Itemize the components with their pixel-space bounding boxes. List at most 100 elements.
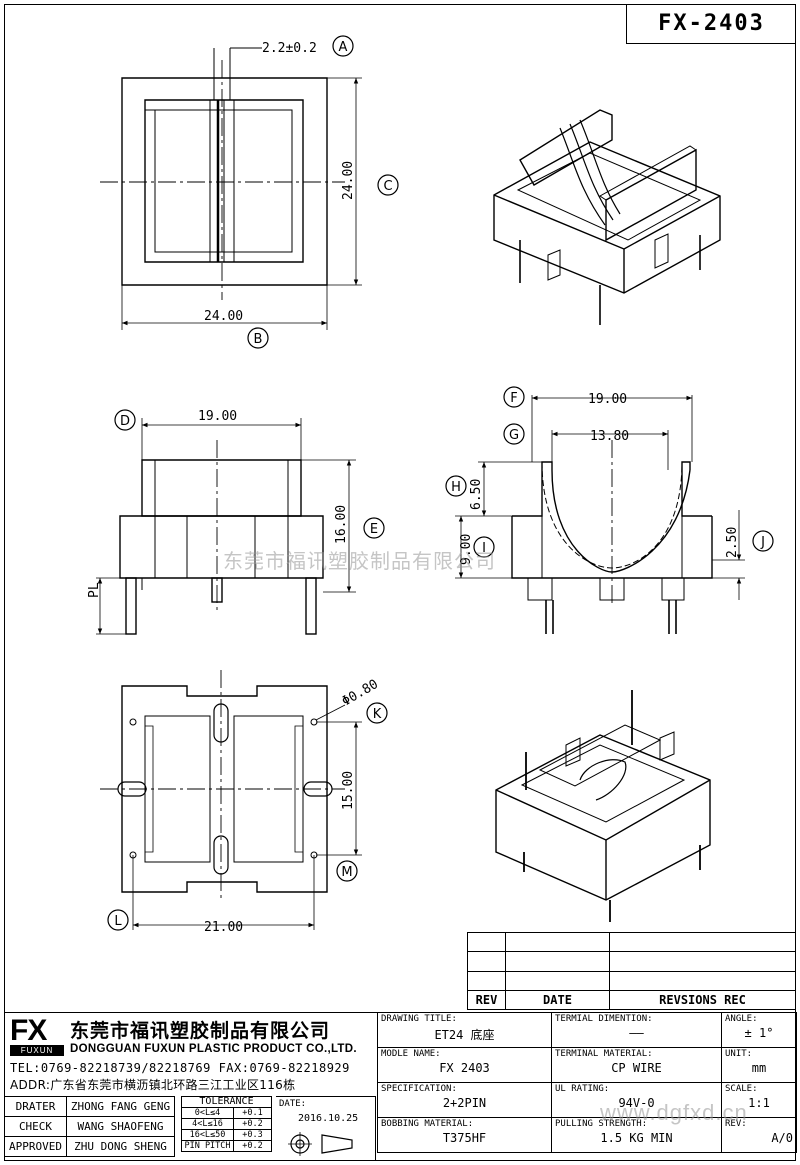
iso-view-bottom bbox=[495, 690, 711, 922]
top-view bbox=[100, 47, 362, 330]
angle-cell: ANGLE: ± 1° bbox=[721, 1012, 797, 1048]
approved-label: APPROVED bbox=[4, 1136, 67, 1157]
dim-width: 24.00 bbox=[204, 309, 243, 324]
date-value: 2016.10.25 bbox=[298, 1113, 359, 1124]
company-logo: FX bbox=[10, 1014, 47, 1047]
callout-b: B bbox=[254, 332, 263, 347]
watermark-url: www.dgfxd.cn bbox=[600, 1100, 748, 1125]
unit-cell: UNIT: mm bbox=[721, 1047, 797, 1083]
tolerance-table: TOLERANCE 0<L≤4+0.1 4<L≤16+0.2 16<L≤50+0… bbox=[181, 1096, 272, 1152]
model-name-cell: MODLE NAME: FX 2403 bbox=[377, 1047, 552, 1083]
ul-label: UL RATING: bbox=[555, 1084, 610, 1094]
terminal-mat-cell: TERMINAL MATERIAL: CP WIRE bbox=[551, 1047, 722, 1083]
model-name-label: MODLE NAME: bbox=[381, 1049, 441, 1059]
watermark-company: 东莞市福讯塑胶制品有限公司 bbox=[223, 549, 496, 573]
iso-view-top bbox=[493, 109, 721, 325]
rev-header: REV bbox=[467, 989, 506, 1011]
terminal-dim-cell: TERMIAL DIMENTION: —— bbox=[551, 1012, 722, 1048]
dim-f-width: 19.00 bbox=[588, 392, 627, 407]
dim-d-width: 19.00 bbox=[198, 409, 237, 424]
terminal-mat-label: TERMINAL MATERIAL: bbox=[555, 1049, 653, 1059]
bottom-view bbox=[100, 670, 362, 930]
pull-cell: PULLING STRENGTH: 1.5 KG MIN bbox=[551, 1117, 722, 1153]
tol-value-1: +0.1 bbox=[233, 1107, 272, 1119]
check-name: WANG SHAOFENG bbox=[66, 1116, 175, 1137]
model-name: FX 2403 bbox=[439, 1061, 490, 1075]
dim-hole-dia: Φ0.80 bbox=[340, 677, 381, 710]
dim-j-height: 2.50 bbox=[725, 527, 740, 558]
callout-d: D bbox=[120, 414, 130, 429]
revision-table: REV DATE REVSIONS REC bbox=[467, 931, 796, 1011]
side-view bbox=[455, 395, 745, 634]
unit-label: UNIT: bbox=[725, 1049, 753, 1059]
tol-range-4: PIN PITCH bbox=[181, 1140, 234, 1152]
info-table: DRAWING TITLE: ET24 底座 TERMIAL DIMENTION:… bbox=[377, 1012, 797, 1153]
callout-f: F bbox=[510, 391, 517, 406]
pulling-strength: 1.5 KG MIN bbox=[600, 1131, 673, 1145]
spec-cell: SPECIFICATION: 2+2PIN bbox=[377, 1082, 552, 1118]
rev-label: REV: bbox=[725, 1119, 747, 1129]
angle-label: ANGLE: bbox=[725, 1014, 758, 1024]
date-header: DATE bbox=[505, 989, 610, 1011]
check-label: CHECK bbox=[4, 1116, 67, 1137]
callouts bbox=[107, 35, 774, 931]
callout-k: K bbox=[373, 707, 382, 722]
callout-c: C bbox=[383, 179, 392, 194]
scale-cell: SCALE: 1:1 bbox=[721, 1082, 797, 1118]
spec: 2+2PIN bbox=[442, 1096, 487, 1110]
callout-a: A bbox=[339, 40, 348, 55]
dim-l-width: 21.00 bbox=[204, 920, 243, 935]
tol-value-2: +0.2 bbox=[233, 1118, 272, 1130]
scale: 1:1 bbox=[748, 1096, 770, 1110]
bobbin-cell: BOBBING MATERIAL: T375HF bbox=[377, 1117, 552, 1153]
bobbin-label: BOBBING MATERIAL: bbox=[381, 1119, 474, 1129]
front-view bbox=[96, 418, 356, 635]
drawing-title-label: DRAWING TITLE: bbox=[381, 1014, 457, 1024]
pull-label: PULLING STRENGTH: bbox=[555, 1119, 648, 1129]
dim-m-height: 15.00 bbox=[341, 771, 356, 810]
scale-label: SCALE: bbox=[725, 1084, 758, 1094]
unit: mm bbox=[751, 1061, 767, 1075]
terminal-dim-label: TERMIAL DIMENTION: bbox=[555, 1014, 653, 1024]
dim-i-height: 9.00 bbox=[459, 534, 474, 565]
dim-pin-pitch: 2.2±0.2 bbox=[262, 41, 317, 56]
angle: ± 1° bbox=[744, 1026, 774, 1040]
callout-l: L bbox=[114, 914, 122, 929]
drater-name: ZHONG FANG GENG bbox=[66, 1096, 175, 1117]
tol-value-4: +0.2 bbox=[233, 1140, 272, 1152]
company-logo-sub: FUXUN bbox=[10, 1045, 64, 1056]
terminal-dim: —— bbox=[629, 1026, 644, 1040]
company-address: ADDR:广东省东莞市横沥镇北环路三江工业区116栋 bbox=[10, 1078, 296, 1092]
approved-name: ZHU DONG SHENG bbox=[66, 1136, 175, 1157]
callout-j: J bbox=[760, 535, 765, 550]
rec-header: REVSIONS REC bbox=[609, 989, 796, 1011]
date-label: DATE: bbox=[279, 1099, 307, 1109]
ul-cell: UL RATING: 94V-0 bbox=[551, 1082, 722, 1118]
tol-range-2: 4<L≤16 bbox=[181, 1118, 234, 1130]
tol-value-3: +0.3 bbox=[233, 1129, 272, 1141]
terminal-mat: CP WIRE bbox=[611, 1061, 662, 1075]
dim-height: 24.00 bbox=[341, 161, 356, 200]
callout-g: G bbox=[509, 428, 519, 443]
callout-h: H bbox=[451, 480, 461, 495]
drater-label: DRATER bbox=[4, 1096, 67, 1117]
ul-rating: 94V-0 bbox=[618, 1096, 655, 1110]
rev-value: A/0 bbox=[771, 1131, 793, 1145]
tol-range-3: 16<L≤50 bbox=[181, 1129, 234, 1141]
spec-label: SPECIFICATION: bbox=[381, 1084, 457, 1094]
rev-cell: REV: A/0 bbox=[721, 1117, 797, 1153]
dim-g-width: 13.80 bbox=[590, 429, 629, 444]
model-number: FX-2403 bbox=[626, 4, 796, 44]
company-name-en: DONGGUAN FUXUN PLASTIC PRODUCT CO.,LTD. bbox=[70, 1043, 357, 1055]
projection-symbol-icon bbox=[288, 1132, 353, 1156]
company-tel: TEL:0769-82218739/82218769 FAX:0769-8221… bbox=[10, 1061, 350, 1075]
callout-m: M bbox=[341, 865, 352, 880]
callout-e: E bbox=[370, 522, 378, 537]
dim-e-height: 16.00 bbox=[334, 505, 349, 544]
drawing-title-cell: DRAWING TITLE: ET24 底座 bbox=[377, 1012, 552, 1048]
date-box: DATE: 2016.10.25 bbox=[276, 1096, 376, 1161]
drawing-title: ET24 底座 bbox=[434, 1028, 495, 1042]
dim-h-height: 6.50 bbox=[469, 479, 484, 510]
bobbin-material: T375HF bbox=[442, 1131, 487, 1145]
